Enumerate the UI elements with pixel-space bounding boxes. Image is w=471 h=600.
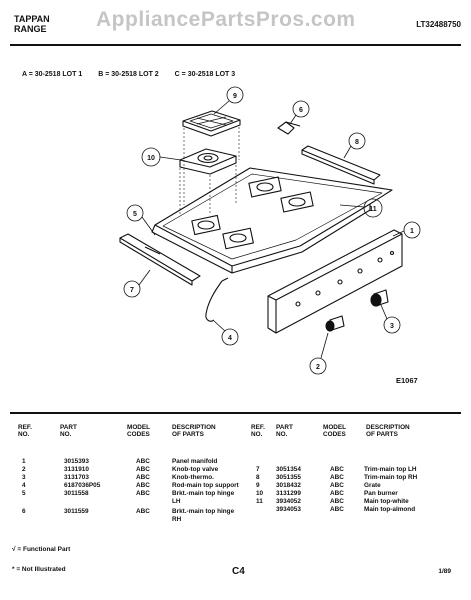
brand-block: TAPPAN RANGE bbox=[14, 14, 50, 34]
support-rod bbox=[205, 280, 223, 322]
header-ref: REF. NO. bbox=[18, 424, 32, 439]
figure-code: E1067 bbox=[396, 376, 418, 385]
callout-6: 6 bbox=[299, 107, 303, 114]
trim-lh-outline bbox=[119, 233, 201, 282]
header-part: PART NO. bbox=[60, 424, 77, 439]
header-desc: DESCRIPTION OF PARTS bbox=[172, 424, 216, 439]
callout-11: 11 bbox=[369, 206, 377, 213]
callout-7: 7 bbox=[130, 287, 134, 294]
header-model: MODEL CODES bbox=[127, 424, 151, 439]
callout-5: 5 bbox=[133, 211, 137, 218]
lot-legend: A = 30-2518 LOT 1 B = 30-2518 LOT 2 C = … bbox=[22, 71, 249, 78]
document-id: LT32488750 bbox=[416, 20, 461, 29]
callout-2: 2 bbox=[316, 364, 320, 371]
header-part-right: PART NO. bbox=[276, 424, 293, 439]
header-desc-right: DESCRIPTION OF PARTS bbox=[366, 424, 410, 439]
callout-10: 10 bbox=[147, 155, 155, 162]
table-top-rule bbox=[10, 412, 461, 414]
hinge-bracket-rh bbox=[277, 121, 295, 135]
callout-4: 4 bbox=[228, 335, 232, 342]
callout-8: 8 bbox=[355, 139, 359, 146]
lot-c: C = 30-2518 LOT 3 bbox=[174, 71, 236, 78]
trim-rh-outline bbox=[301, 145, 381, 181]
lot-a: A = 30-2518 LOT 1 bbox=[22, 71, 83, 78]
revision-date: 1/89 bbox=[438, 568, 451, 575]
callout-9: 9 bbox=[233, 93, 237, 100]
watermark: AppliancePartsPros.com bbox=[96, 8, 356, 31]
header-rule bbox=[10, 44, 461, 46]
callout-1: 1 bbox=[410, 228, 414, 235]
brand-line-2: RANGE bbox=[14, 24, 47, 34]
header-ref-right: REF. NO. bbox=[251, 424, 265, 439]
callout-3: 3 bbox=[390, 323, 394, 330]
brand-line-1: TAPPAN bbox=[14, 14, 50, 24]
header-model-right: MODEL CODES bbox=[323, 424, 347, 439]
page-label: C4 bbox=[232, 566, 245, 577]
footnote-not-illustrated: * = Not Illustrated bbox=[12, 566, 66, 573]
footnote-functional: √ = Functional Part bbox=[12, 546, 71, 553]
lot-b: B = 30-2518 LOT 2 bbox=[98, 71, 159, 78]
exploded-parts-diagram: 9 6 8 10 11 5 1 7 3 4 2 bbox=[119, 86, 421, 375]
